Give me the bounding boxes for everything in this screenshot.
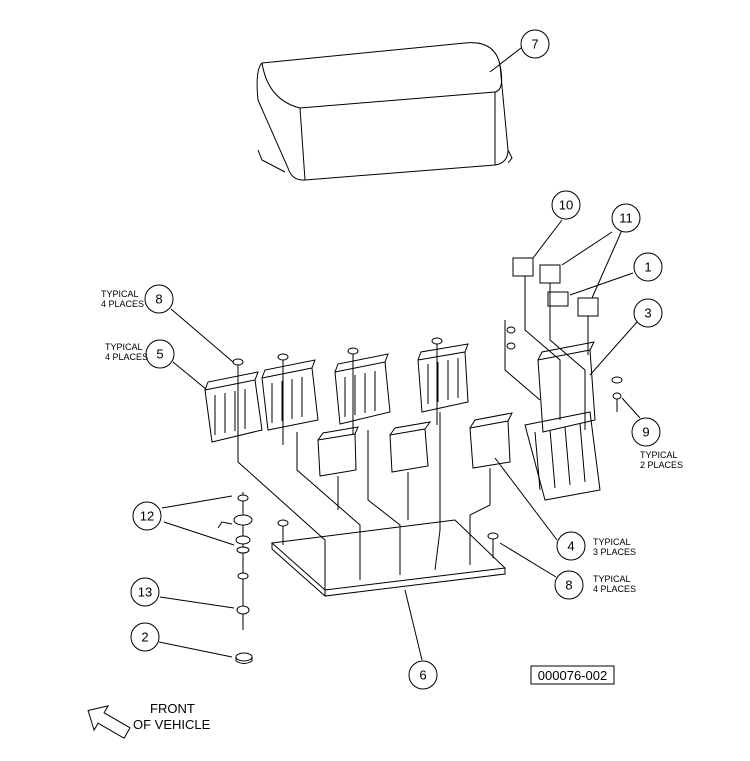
- fuse-box-cover: [256, 42, 513, 181]
- svg-text:13: 13: [138, 585, 152, 600]
- svg-text:TYPICAL: TYPICAL: [105, 342, 143, 352]
- screws-top: [232, 337, 499, 558]
- front-of-vehicle-indicator: FRONT OF VEHICLE: [87, 701, 211, 739]
- callout-3: 3: [633, 298, 663, 328]
- callout-7: 7: [520, 29, 550, 59]
- svg-text:3: 3: [644, 306, 651, 321]
- note-8-bottom: TYPICAL 4 PLACES: [593, 574, 636, 594]
- svg-text:4 PLACES: 4 PLACES: [101, 299, 144, 309]
- svg-text:TYPICAL: TYPICAL: [593, 537, 631, 547]
- callout-2: 2: [130, 622, 160, 652]
- svg-text:7: 7: [531, 37, 538, 52]
- fuse-holder-blocks: [204, 342, 469, 455]
- callout-10: 10: [551, 190, 581, 220]
- svg-text:4 PLACES: 4 PLACES: [593, 584, 636, 594]
- note-9: TYPICAL 2 PLACES: [640, 450, 683, 470]
- drawing-number: 000076-002: [538, 668, 607, 683]
- svg-text:6: 6: [419, 668, 426, 683]
- note-5: TYPICAL 4 PLACES: [105, 342, 148, 362]
- callout-8-top: 8: [144, 284, 174, 314]
- callout-5: 5: [145, 339, 175, 369]
- svg-text:5: 5: [156, 347, 163, 362]
- svg-text:4 PLACES: 4 PLACES: [105, 352, 148, 362]
- svg-text:1: 1: [644, 260, 651, 275]
- front-arrow-icon: [87, 705, 131, 739]
- relays: [317, 412, 513, 477]
- svg-text:TYPICAL: TYPICAL: [101, 289, 139, 299]
- note-4: TYPICAL 3 PLACES: [593, 537, 636, 557]
- assembly-leaders: [237, 412, 491, 590]
- callout-8-bottom: 8: [554, 570, 584, 600]
- svg-text:8: 8: [565, 578, 572, 593]
- svg-text:2: 2: [141, 630, 148, 645]
- drawing-number-box: 000076-002: [530, 665, 615, 685]
- svg-text:11: 11: [619, 211, 633, 226]
- callout-6: 6: [408, 660, 438, 690]
- callout-11: 11: [611, 203, 641, 233]
- leader-lines: [158, 47, 641, 661]
- callout-9: 9: [631, 417, 661, 447]
- mounting-hardware: [217, 492, 253, 664]
- svg-text:9: 9: [642, 425, 649, 440]
- svg-text:10: 10: [559, 198, 573, 213]
- svg-text:12: 12: [140, 509, 154, 524]
- svg-text:OF VEHICLE: OF VEHICLE: [133, 717, 211, 732]
- callout-12: 12: [132, 501, 162, 531]
- callout-13: 13: [130, 577, 160, 607]
- svg-text:FRONT: FRONT: [150, 701, 195, 716]
- svg-text:TYPICAL: TYPICAL: [640, 450, 678, 460]
- svg-text:2 PLACES: 2 PLACES: [640, 460, 683, 470]
- callout-4: 4: [556, 531, 586, 561]
- note-8-top: TYPICAL 4 PLACES: [101, 289, 144, 309]
- svg-text:8: 8: [155, 292, 162, 307]
- svg-text:4: 4: [567, 539, 574, 554]
- base-plate: [270, 519, 507, 597]
- callout-1: 1: [633, 252, 663, 282]
- svg-text:3 PLACES: 3 PLACES: [593, 547, 636, 557]
- svg-text:TYPICAL: TYPICAL: [593, 574, 631, 584]
- fuse-block-assembly: [504, 257, 623, 501]
